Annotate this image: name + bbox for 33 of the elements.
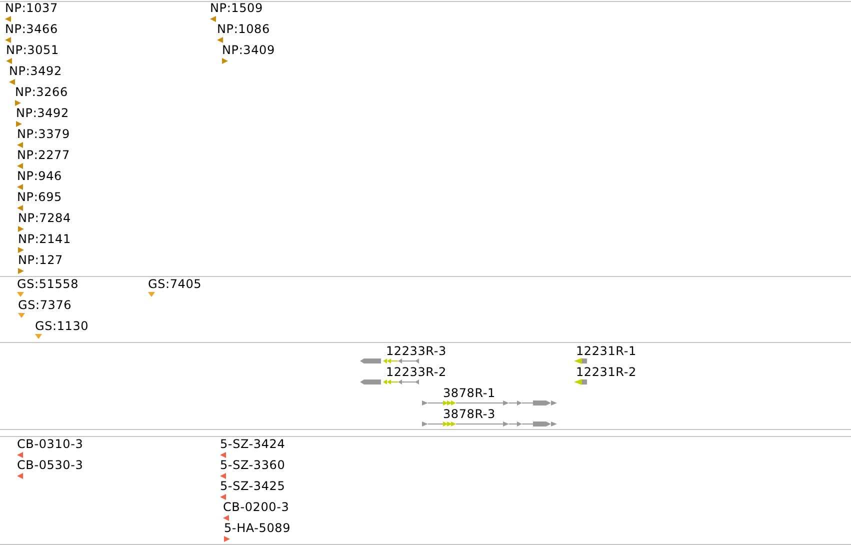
feature-label: 5-SZ-3360 — [220, 458, 286, 472]
feature-label: NP:695 — [17, 190, 62, 204]
feature-label: 3878R-3 — [443, 407, 496, 421]
feature-label: NP:2141 — [18, 232, 71, 246]
feature-label: NP:3492 — [9, 64, 62, 78]
feature-label: NP:3492 — [16, 106, 69, 120]
feature-label: NP:946 — [17, 169, 62, 183]
feature-label: 12233R-3 — [386, 344, 446, 358]
feature-label: NP:3051 — [6, 43, 59, 57]
feature-label: NP:3266 — [15, 85, 68, 99]
feature-label: NP:3379 — [17, 127, 70, 141]
feature-label: 5-SZ-3424 — [220, 437, 286, 451]
feature-label: NP:127 — [18, 253, 63, 267]
feature-label: NP:3466 — [5, 22, 58, 36]
feature-label: GS:7376 — [18, 298, 72, 312]
feature-label: 3878R-1 — [443, 386, 496, 400]
feature-label: NP:1086 — [217, 22, 270, 36]
feature-label: GS:7405 — [148, 277, 202, 291]
feature-label: GS:1130 — [35, 319, 89, 333]
feature-label: 12231R-2 — [576, 365, 636, 379]
feature-label: NP:2277 — [17, 148, 70, 162]
feature-label: NP:7284 — [18, 211, 71, 225]
feature-label: 12231R-1 — [576, 344, 636, 358]
feature-label: 5-HA-5089 — [224, 521, 291, 535]
feature-label: 12233R-2 — [386, 365, 446, 379]
feature-label: NP:1509 — [210, 1, 263, 15]
feature-label: GS:51558 — [17, 277, 79, 291]
feature-label: CB-0530-3 — [17, 458, 84, 472]
feature-label: NP:3409 — [222, 43, 275, 57]
feature-label: NP:1037 — [5, 1, 58, 15]
feature-label: CB-0310-3 — [17, 437, 84, 451]
feature-label: CB-0200-3 — [223, 500, 290, 514]
feature-label: 5-SZ-3425 — [220, 479, 286, 493]
